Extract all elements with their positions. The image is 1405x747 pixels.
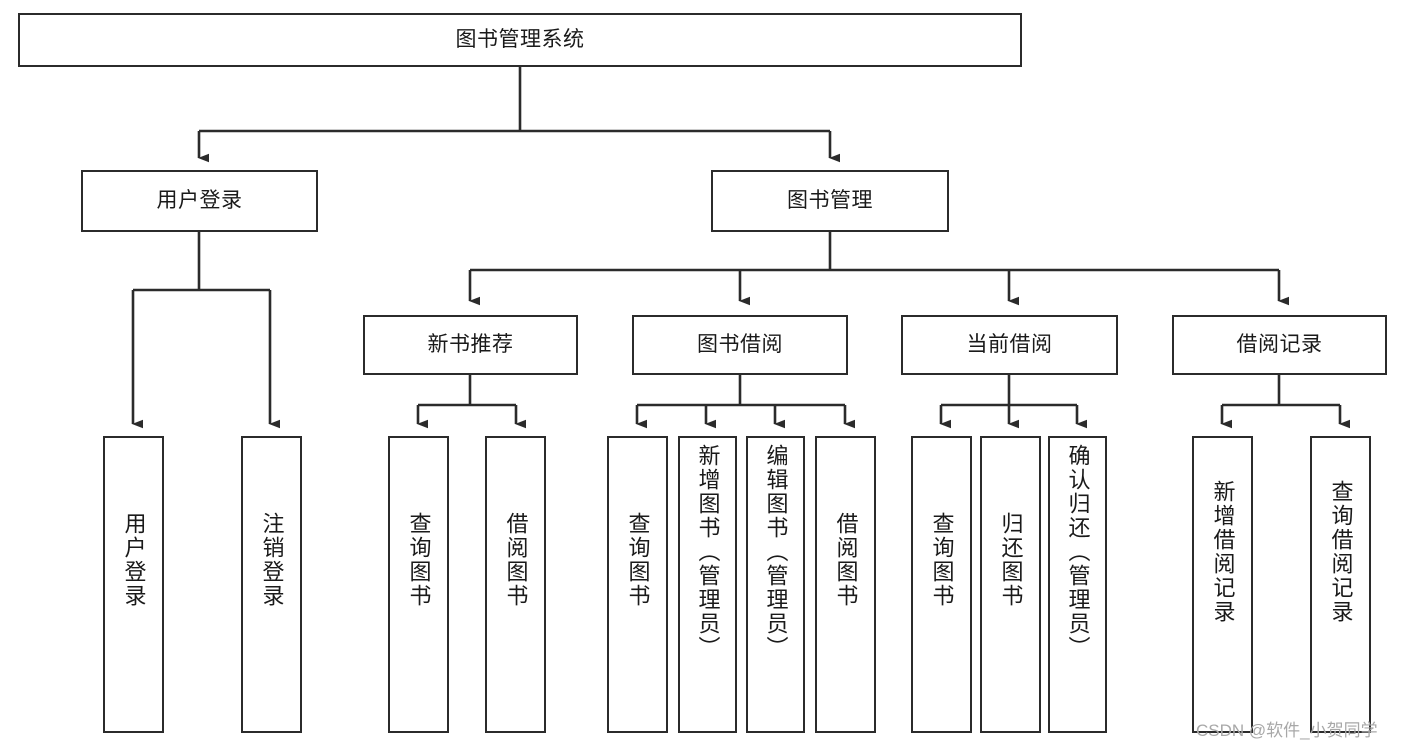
node-leaf-borrow-book-2-label: 借阅图书 (833, 512, 859, 608)
node-leaf-query-book-1[interactable]: 查询图书 (388, 436, 449, 733)
node-current-borrow-label: 当前借阅 (966, 332, 1053, 356)
node-leaf-query-book-3[interactable]: 查询图书 (911, 436, 972, 733)
node-new-book-recommend-label: 新书推荐 (427, 332, 514, 356)
node-leaf-user-logout-label: 注销登录 (259, 512, 285, 608)
node-leaf-query-book-1-label: 查询图书 (406, 512, 432, 608)
node-book-manage[interactable]: 图书管理 (711, 170, 949, 232)
node-borrow-record-label: 借阅记录 (1236, 332, 1323, 356)
node-leaf-return-book[interactable]: 归还图书 (980, 436, 1041, 733)
node-book-manage-label: 图书管理 (787, 188, 873, 212)
node-book-borrow[interactable]: 图书借阅 (632, 315, 848, 375)
csdn-watermark: CSDN @软件_小贺同学 (1196, 721, 1378, 740)
node-leaf-borrow-book-2[interactable]: 借阅图书 (815, 436, 876, 733)
node-leaf-borrow-book-1[interactable]: 借阅图书 (485, 436, 546, 733)
node-leaf-return-book-label: 归还图书 (998, 512, 1024, 608)
node-leaf-query-book-2[interactable]: 查询图书 (607, 436, 668, 733)
node-leaf-query-book-2-label: 查询图书 (625, 512, 651, 608)
node-leaf-query-record-label: 查询借阅记录 (1328, 480, 1354, 624)
node-leaf-add-record-label: 新增借阅记录 (1210, 480, 1236, 624)
node-leaf-user-login[interactable]: 用户登录 (103, 436, 164, 733)
node-leaf-confirm-return-label: 确认归还（管理员） (1065, 444, 1091, 660)
node-new-book-recommend[interactable]: 新书推荐 (363, 315, 578, 375)
node-leaf-user-login-label: 用户登录 (121, 512, 147, 608)
node-user-login[interactable]: 用户登录 (81, 170, 318, 232)
node-leaf-add-record[interactable]: 新增借阅记录 (1192, 436, 1253, 733)
node-leaf-edit-book-label: 编辑图书（管理员） (763, 444, 789, 660)
node-leaf-add-book-label: 新增图书（管理员） (695, 444, 721, 660)
node-current-borrow[interactable]: 当前借阅 (901, 315, 1118, 375)
node-root-label: 图书管理系统 (455, 27, 585, 51)
node-root[interactable]: 图书管理系统 (18, 13, 1022, 67)
node-leaf-user-logout[interactable]: 注销登录 (241, 436, 302, 733)
node-book-borrow-label: 图书借阅 (697, 332, 783, 356)
node-leaf-query-record[interactable]: 查询借阅记录 (1310, 436, 1371, 733)
node-leaf-add-book[interactable]: 新增图书（管理员） (678, 436, 737, 733)
node-leaf-query-book-3-label: 查询图书 (929, 512, 955, 608)
node-leaf-edit-book[interactable]: 编辑图书（管理员） (746, 436, 805, 733)
node-user-login-label: 用户登录 (156, 188, 243, 212)
node-leaf-borrow-book-1-label: 借阅图书 (503, 512, 529, 608)
node-leaf-confirm-return[interactable]: 确认归还（管理员） (1048, 436, 1107, 733)
node-borrow-record[interactable]: 借阅记录 (1172, 315, 1387, 375)
